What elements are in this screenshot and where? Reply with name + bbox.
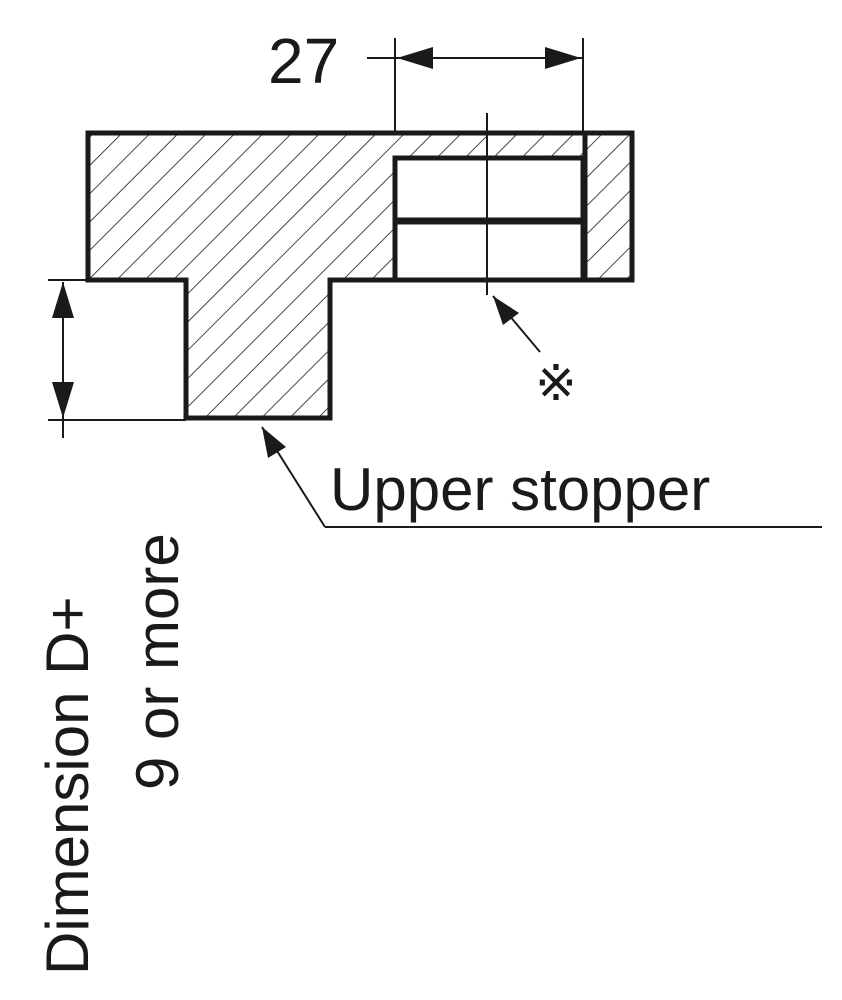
dim-arrow-right xyxy=(545,47,581,69)
dim-arrow-left xyxy=(397,47,433,69)
vdim-arrow-top xyxy=(52,282,74,318)
reference-mark: ※ xyxy=(535,355,577,411)
callout-label-upper-stopper: Upper stopper xyxy=(330,456,710,523)
vdim-arrow-bottom xyxy=(52,382,74,418)
vdim-label-line2: 9 or more xyxy=(124,533,191,790)
reference-arrow xyxy=(493,296,519,325)
vdim-label-line1: Dimension D+ xyxy=(34,597,101,976)
stopper-outline xyxy=(85,130,635,421)
vertical-dimension-label: Dimension D+ 9 or more xyxy=(34,533,191,975)
dim-value-27: 27 xyxy=(268,25,339,97)
callout-arrow xyxy=(262,427,286,458)
